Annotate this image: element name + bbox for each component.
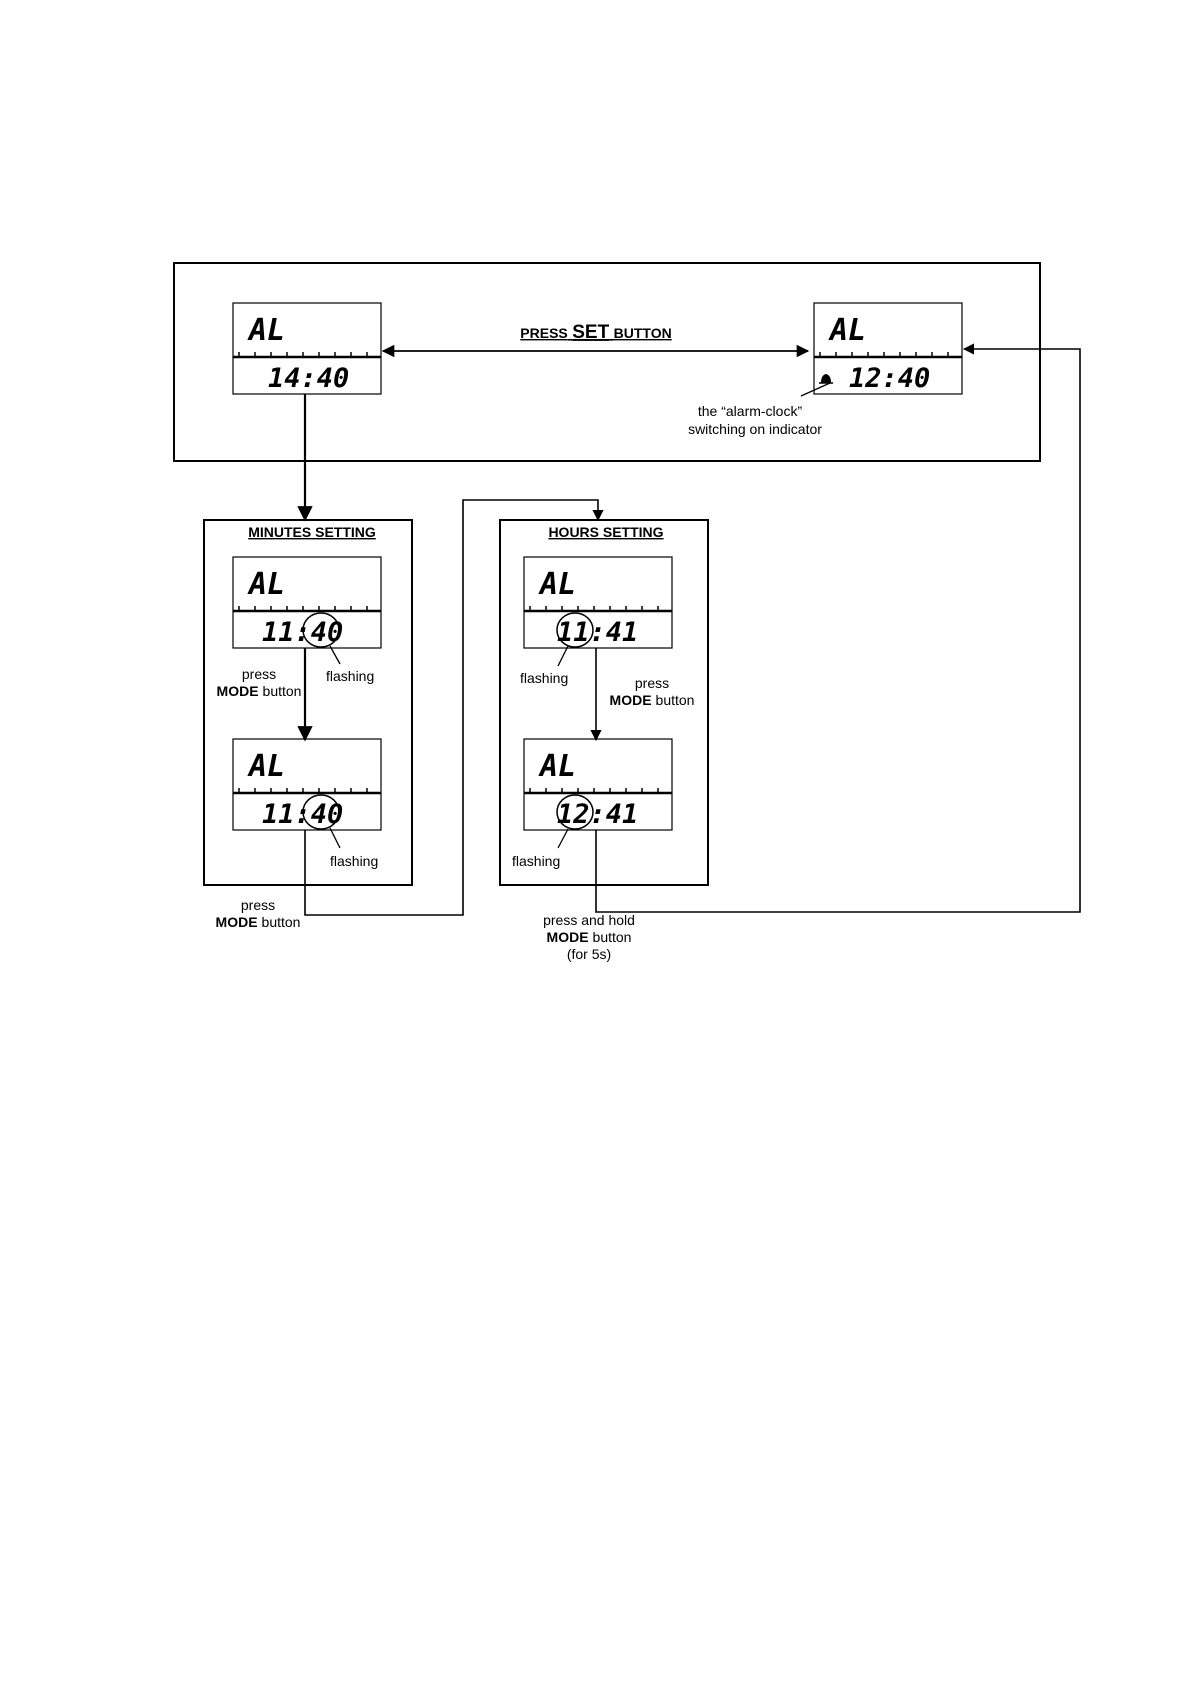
lcd-display-hours-b: AL 12:41 — [524, 739, 672, 830]
press-set-label: PRESS SET BUTTON — [520, 322, 671, 343]
step-label-press: press — [635, 675, 669, 691]
lcd-display-hours-a: AL 11:41 — [524, 557, 672, 648]
flashing-label: flashing — [330, 853, 378, 869]
hours-exit-line1: press and hold — [543, 912, 635, 928]
lcd-mode-label: AL — [538, 567, 576, 602]
flashing-label: flashing — [326, 668, 374, 684]
flow-connector-hours-to-confirm — [596, 349, 1080, 912]
lcd-display-minutes-a: AL 11:40 — [233, 557, 381, 648]
hours-exit-line3: (for 5s) — [567, 946, 611, 962]
lcd-mode-label: AL — [247, 567, 285, 602]
lcd-mode-label: AL — [247, 749, 285, 784]
indicator-caption-line1: the “alarm-clock” — [698, 403, 803, 419]
lcd-display-top-right: AL 12:40 — [814, 303, 962, 394]
flashing-leader-line — [330, 828, 340, 848]
lcd-mode-label: AL — [538, 749, 576, 784]
minutes-setting-title: MINUTES SETTING — [248, 524, 376, 540]
hours-setting-title: HOURS SETTING — [548, 524, 663, 540]
minutes-exit-press: press — [241, 897, 275, 913]
step-label-press: press — [242, 666, 276, 682]
lcd-mode-label: AL — [247, 313, 285, 348]
flashing-label: flashing — [520, 670, 568, 686]
flashing-leader-line — [330, 646, 340, 664]
lcd-time-value: 12:41 — [557, 799, 638, 830]
lcd-display-minutes-b: AL 11:40 — [233, 739, 381, 830]
lcd-display-top-left: AL 14:40 — [233, 303, 381, 394]
lcd-time-value: 12:40 — [849, 363, 930, 394]
lcd-mode-label: AL — [828, 313, 866, 348]
flashing-label: flashing — [512, 853, 560, 869]
lcd-time-value: 11:41 — [557, 617, 638, 648]
indicator-caption-line2: switching on indicator — [688, 421, 822, 437]
flashing-leader-line — [558, 829, 568, 848]
lcd-time-value: 14:40 — [268, 363, 349, 394]
flashing-leader-line — [558, 646, 568, 666]
bell-icon — [819, 374, 833, 383]
